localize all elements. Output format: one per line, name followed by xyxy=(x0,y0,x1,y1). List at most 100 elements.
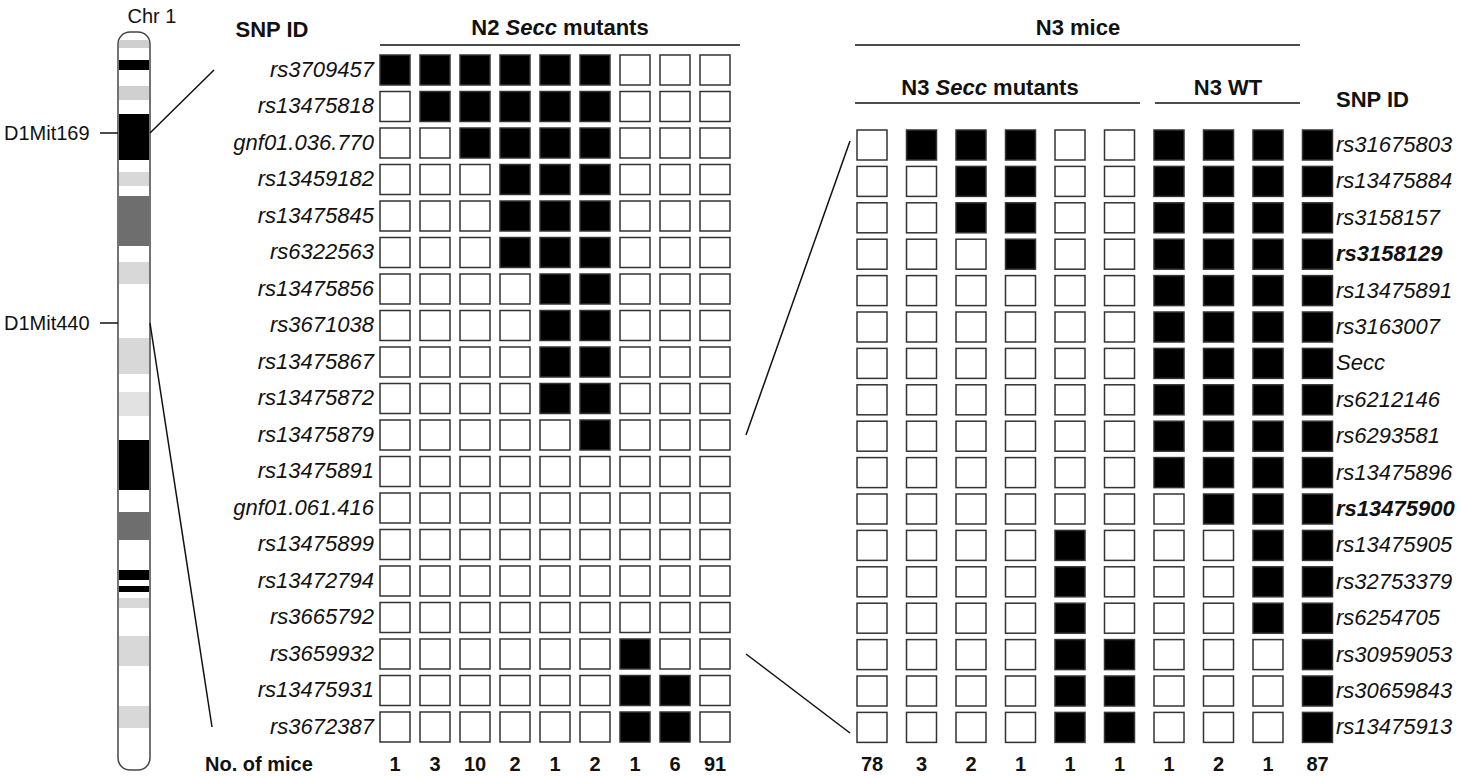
genotype-empty xyxy=(1006,312,1036,342)
genotype-filled xyxy=(1303,385,1333,415)
genotype-empty xyxy=(1006,640,1036,670)
genotype-empty xyxy=(580,639,610,669)
genotype-empty xyxy=(420,165,450,195)
genotype-empty xyxy=(956,348,986,378)
genotype-empty xyxy=(540,457,570,487)
snp-id: gnf01.061.416 xyxy=(233,496,374,520)
genotype-empty xyxy=(857,312,887,342)
chromosome-label: Chr 1 xyxy=(128,5,177,27)
genotype-empty xyxy=(540,566,570,596)
genotype-empty xyxy=(460,165,490,195)
genotype-filled xyxy=(1303,166,1333,196)
genotype-empty xyxy=(857,166,887,196)
genotype-filled xyxy=(500,201,530,231)
genotype-empty xyxy=(580,493,610,523)
genotype-empty xyxy=(660,92,690,122)
genotype-filled xyxy=(1204,203,1234,233)
genotype-empty xyxy=(700,530,730,560)
genotype-filled xyxy=(1303,276,1333,306)
snp-id: rs31675803 xyxy=(1336,133,1452,157)
genotype-empty xyxy=(620,128,650,158)
mouse-count: 2 xyxy=(589,753,600,775)
genotype-filled xyxy=(580,384,610,414)
genotype-empty xyxy=(500,420,530,450)
genotype-empty xyxy=(500,639,530,669)
genotype-empty xyxy=(1055,421,1085,451)
genotype-empty xyxy=(420,530,450,560)
genotype-empty xyxy=(857,530,887,560)
genotype-empty xyxy=(620,603,650,633)
genotype-filled xyxy=(1055,640,1085,670)
genotype-empty xyxy=(580,712,610,742)
genotype-filled xyxy=(1204,385,1234,415)
genotype-empty xyxy=(380,530,410,560)
genotype-empty xyxy=(380,712,410,742)
genotype-empty xyxy=(1154,712,1184,742)
genotype-empty xyxy=(956,676,986,706)
genotype-empty xyxy=(857,421,887,451)
genotype-empty xyxy=(540,639,570,669)
genotype-empty xyxy=(620,566,650,596)
genotype-empty xyxy=(907,567,937,597)
genotype-empty xyxy=(420,712,450,742)
genotype-filled xyxy=(1204,276,1234,306)
mouse-count: 10 xyxy=(464,753,486,775)
genotype-empty xyxy=(907,640,937,670)
genotype-empty xyxy=(700,639,730,669)
genotype-filled xyxy=(580,165,610,195)
genotype-filled xyxy=(500,165,530,195)
genotype-empty xyxy=(1055,494,1085,524)
genotype-empty xyxy=(700,55,730,85)
genotype-empty xyxy=(1105,603,1135,633)
genotype-empty xyxy=(580,530,610,560)
genotype-empty xyxy=(460,238,490,268)
genotype-empty xyxy=(907,239,937,269)
genotype-filled xyxy=(1055,676,1085,706)
genotype-empty xyxy=(1055,130,1085,160)
genotype-empty xyxy=(700,457,730,487)
genotype-empty xyxy=(907,494,937,524)
mouse-count: 2 xyxy=(1213,753,1224,775)
genotype-filled xyxy=(1303,603,1333,633)
genotype-empty xyxy=(1253,640,1283,670)
genotype-empty xyxy=(660,384,690,414)
genotype-empty xyxy=(1055,276,1085,306)
genotype-empty xyxy=(907,530,937,560)
genotype-empty xyxy=(540,420,570,450)
genotype-empty xyxy=(420,457,450,487)
genotype-empty xyxy=(956,312,986,342)
genotype-filled xyxy=(1303,348,1333,378)
genotype-empty xyxy=(956,385,986,415)
genotype-empty xyxy=(700,347,730,377)
snp-id: rs3158157 xyxy=(1336,206,1440,230)
genotype-empty xyxy=(420,311,450,341)
genotype-empty xyxy=(1154,530,1184,560)
genotype-filled xyxy=(907,130,937,160)
genotype-empty xyxy=(907,385,937,415)
genotype-empty xyxy=(420,201,450,231)
snp-id: rs3709457 xyxy=(270,58,374,82)
genotype-empty xyxy=(1055,203,1085,233)
genotype-empty xyxy=(380,92,410,122)
genotype-filled xyxy=(1055,712,1085,742)
genotype-filled xyxy=(1253,203,1283,233)
snp-id: rs3665792 xyxy=(270,605,374,629)
genotype-empty xyxy=(907,603,937,633)
genotype-empty xyxy=(380,457,410,487)
genotype-empty xyxy=(420,420,450,450)
genotype-empty xyxy=(956,458,986,488)
genotype-filled xyxy=(1303,530,1333,560)
genotype-filled xyxy=(1253,458,1283,488)
snp-id: rs13475891 xyxy=(258,459,374,483)
leader-lines xyxy=(100,45,1300,733)
genotype-empty xyxy=(500,311,530,341)
genotype-empty xyxy=(1105,567,1135,597)
snp-id: rs6293581 xyxy=(1336,424,1440,448)
genotype-filled xyxy=(1253,276,1283,306)
mouse-count: 3 xyxy=(916,753,927,775)
genotype-empty xyxy=(700,566,730,596)
snp-id: rs30959053 xyxy=(1336,643,1452,667)
genotype-empty xyxy=(1204,712,1234,742)
genotype-empty xyxy=(500,493,530,523)
genotype-empty xyxy=(1006,567,1036,597)
